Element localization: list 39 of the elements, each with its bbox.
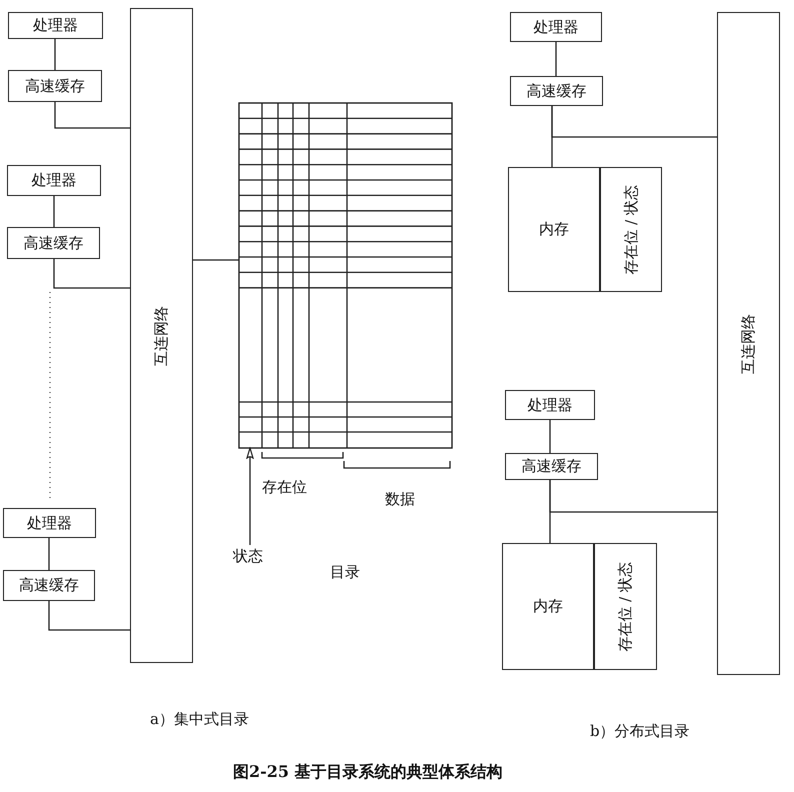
cache-box: 高速缓存 (3, 570, 95, 601)
connector-line (193, 259, 239, 261)
vertical-label: 互连网络 (739, 314, 758, 374)
field-label: 存在位 (262, 478, 307, 497)
processor-box: 处理器 (8, 12, 103, 39)
connector-line (551, 106, 717, 138)
vertical-label: 互连网络 (152, 306, 171, 366)
table-label: 目录 (330, 563, 360, 582)
network-band (130, 8, 193, 663)
memory-box: 内存 (508, 167, 600, 292)
processor-box: 处理器 (3, 508, 96, 538)
processor-box: 处理器 (510, 12, 602, 42)
subfigure-label: a）集中式目录 (150, 710, 249, 729)
subfigure-label: b）分布式目录 (590, 722, 690, 741)
cache-box: 高速缓存 (510, 76, 603, 106)
field-label: 数据 (385, 490, 415, 509)
connector-line (54, 102, 130, 129)
connector-line (555, 42, 557, 76)
connector-line (48, 601, 130, 631)
vertical-label: 存在位 / 状态 (616, 562, 635, 652)
directory-table (238, 102, 453, 449)
cache-box: 高速缓存 (7, 227, 100, 259)
connector-line (53, 196, 55, 227)
processor-box: 处理器 (505, 390, 595, 420)
connector-line (549, 480, 717, 513)
directory-field (594, 543, 657, 670)
cache-box: 高速缓存 (505, 453, 598, 480)
network-band (717, 12, 780, 675)
state-label: 状态 (226, 545, 270, 567)
processor-box: 处理器 (7, 165, 101, 196)
directory-field (600, 167, 662, 292)
vertical-label: 存在位 / 状态 (622, 184, 640, 274)
figure-caption: 图2-25 基于目录系统的典型体系结构 (233, 762, 503, 783)
connector-line (48, 538, 50, 570)
connector-line (54, 39, 56, 70)
cache-box: 高速缓存 (8, 70, 102, 102)
memory-box: 内存 (502, 543, 594, 670)
connector-line (53, 259, 130, 289)
connector-line (549, 420, 551, 453)
